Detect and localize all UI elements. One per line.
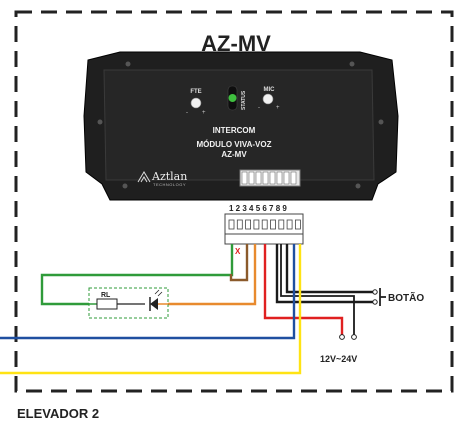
button-contact-bottom [372, 299, 378, 305]
footer-label: ELEVADOR 2 [17, 406, 99, 421]
wire-orange [168, 244, 257, 306]
mount-hole-top-left [125, 61, 131, 67]
dip-switch-slot [290, 171, 297, 185]
supply-terminal-red [339, 334, 345, 340]
brand-name: Aztlan [151, 170, 187, 183]
fte-knob [190, 97, 202, 109]
wires [0, 244, 373, 375]
dip-switch-slot [248, 171, 255, 185]
connector-pin-slot [245, 219, 252, 230]
wire-red [263, 244, 344, 335]
wire-brown [229, 244, 249, 282]
enclosure-dashed-border [14, 10, 454, 393]
mount-hole-top-right [349, 61, 355, 67]
mount-hole-bottom-right [355, 183, 361, 189]
mount-hole-bottom-left [122, 183, 128, 189]
dip-switch-slot [269, 171, 276, 185]
push-button: BOTÃO [372, 288, 424, 306]
mic-minus: - [258, 105, 260, 111]
dip-switch-slot [255, 171, 262, 185]
status-led-light [228, 94, 237, 102]
connector [224, 213, 304, 245]
connector-pin-slot [270, 219, 276, 230]
dip-switch-slot [262, 171, 269, 185]
status-label: STATUS [241, 90, 247, 110]
connector-pin-slot [261, 219, 268, 230]
dip-switch-slot [276, 171, 283, 185]
dip-switch-slot [241, 171, 248, 185]
mount-hole-right [378, 119, 384, 125]
relay-diode-block: RL [88, 287, 169, 319]
mic-plus: + [276, 105, 280, 111]
wire-black-c [280, 244, 355, 335]
mic-label: MIC [264, 87, 276, 93]
wire-black-a [275, 244, 373, 304]
diode-arrow-a [154, 289, 160, 295]
connector-pin-slot [286, 219, 293, 230]
wire-yellow [0, 244, 302, 375]
unused-pin-mark: X [235, 247, 241, 256]
supply-label: 12V~24V [320, 354, 357, 364]
module-face [103, 69, 375, 181]
module-line-viva-voz: MÓDULO VIVA-VOZ [197, 140, 272, 149]
diode-arrow-b [157, 291, 163, 297]
connector-pin-numbers: 1 2 3 4 5 6 7 8 9 [229, 204, 287, 213]
relay-label: RL [101, 292, 111, 299]
intercom-module: FTE - + STATUS MIC - + INTERCOM MÓDULO V… [83, 51, 399, 201]
wire-green [40, 244, 234, 306]
module-line-intercom: INTERCOM [213, 126, 256, 135]
connector-pin-slots [228, 219, 301, 230]
button-contact-top [372, 289, 378, 295]
relay-coil [96, 298, 118, 310]
connector-pin-slot [253, 219, 260, 230]
fte-minus: - [186, 110, 188, 116]
brand-sub: TECHNOLOGY [153, 182, 186, 187]
button-label: BOTÃO [388, 291, 424, 304]
connector-plug [224, 233, 304, 245]
wire-black-b [285, 244, 373, 294]
relay-dashed-box [88, 287, 169, 319]
diode-icon [150, 298, 158, 310]
connector-pin-slot [294, 219, 301, 230]
mic-knob [262, 93, 274, 105]
mount-hole-left [97, 119, 103, 125]
wire-blue [0, 244, 296, 340]
dip-switch [239, 169, 301, 187]
power-supply-terminals: 12V~24V [320, 334, 357, 364]
fte-plus: + [202, 110, 206, 116]
fte-label: FTE [190, 89, 201, 95]
connector-pin-slot [228, 219, 235, 230]
connector-pin-slot [236, 219, 243, 230]
connector-pin-slot [278, 219, 285, 230]
aztlan-logo-icon [137, 171, 151, 183]
supply-terminal-black [351, 334, 357, 340]
module-line-model: AZ-MV [221, 150, 247, 159]
dip-switch-slot [283, 171, 290, 185]
